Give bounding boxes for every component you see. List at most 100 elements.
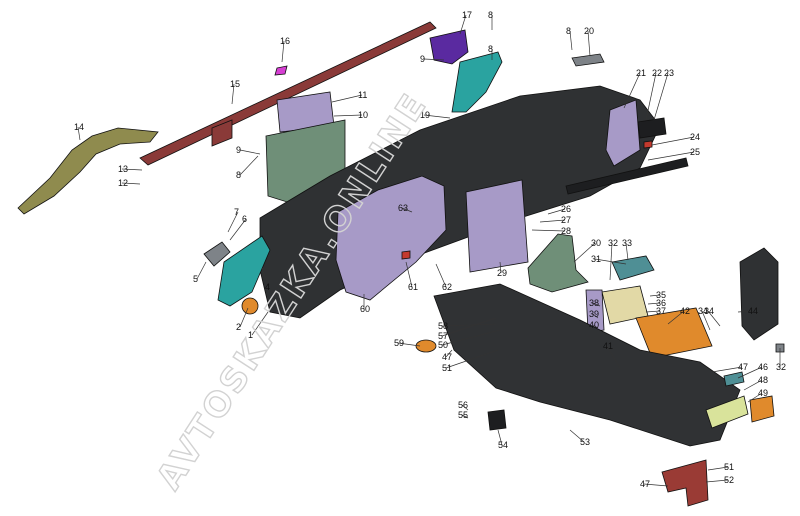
part-2-cap: [241, 297, 259, 315]
callout-label: 48: [758, 375, 768, 385]
leader-line: [499, 261, 502, 274]
leader-line: [461, 414, 469, 419]
leader-line: [459, 14, 467, 35]
leader-line: [705, 479, 729, 483]
part-59-knob: [415, 339, 437, 353]
part-33-mat: [611, 255, 655, 281]
part-51-bracket: [661, 459, 709, 507]
leader-line: [645, 72, 657, 121]
callout-label: 15: [230, 79, 240, 89]
leader-line: [239, 155, 259, 176]
part-42-mat: [635, 307, 713, 359]
part-30-gear-boot: [527, 233, 589, 293]
leader-line: [121, 168, 143, 171]
callout-label: 38: [589, 298, 599, 308]
callout-label: 41: [603, 341, 613, 351]
leader-line: [77, 126, 81, 141]
part-18-vent-frame: [451, 51, 503, 113]
leader-line: [435, 263, 447, 288]
callout-label: 52: [724, 475, 734, 485]
callout-label: 49: [758, 388, 768, 398]
leader-line: [667, 310, 685, 325]
callout-label: 44: [748, 306, 758, 316]
leader-line: [229, 218, 247, 241]
callout-label: 12: [118, 178, 128, 188]
callout-label: 63: [398, 203, 408, 213]
leader-line: [592, 324, 599, 329]
leader-line: [707, 310, 721, 327]
callout-label: 6: [242, 214, 247, 224]
callout-label: 5: [193, 274, 198, 284]
leader-line: [423, 114, 451, 119]
leader-line: [737, 310, 753, 313]
leader-line: [461, 404, 469, 411]
part-48-panel: [705, 395, 749, 429]
callout-label: 16: [280, 36, 290, 46]
callout-label: 58: [438, 321, 448, 331]
callout-label: 50: [438, 340, 448, 350]
callout-label: 39: [589, 309, 599, 319]
leader-line: [445, 349, 499, 369]
leader-line: [281, 40, 285, 63]
callout-label: 8: [488, 44, 493, 54]
callout-label: 34: [698, 306, 708, 316]
leader-line: [743, 379, 763, 391]
callout-label: 14: [74, 122, 84, 132]
leader-line: [645, 310, 661, 313]
part-53-console: [433, 283, 741, 447]
part-17-duct: [429, 29, 469, 65]
callout-label: 9: [236, 145, 241, 155]
leader-line: [587, 30, 591, 57]
callout-label: 37: [656, 306, 666, 316]
leader-line: [531, 229, 566, 232]
part-left-vent-frame: [217, 235, 271, 307]
part-20-grille: [571, 53, 605, 67]
callout-label: 21: [636, 68, 646, 78]
leader-line: [333, 114, 363, 117]
callout-label: 32: [776, 362, 786, 372]
callout-label: 7: [234, 207, 239, 217]
callout-label: 11: [358, 90, 367, 100]
part-46-block: [723, 371, 745, 387]
callout-label: 29: [497, 268, 507, 278]
leader-line: [231, 83, 235, 105]
callout-label: 56: [458, 400, 468, 410]
callout-label: 17: [462, 10, 472, 20]
callout-label: 25: [690, 147, 700, 157]
callout-label: 8: [236, 170, 241, 180]
leader-line: [623, 72, 641, 109]
callout-label: 51: [724, 462, 734, 472]
callout-label: 40: [589, 320, 599, 330]
leader-line: [592, 313, 599, 319]
callout-label: 1: [248, 330, 253, 340]
leader-line: [649, 294, 661, 297]
leader-line: [609, 242, 613, 281]
part-24-red-pad: [643, 140, 653, 149]
callout-label: 34: [704, 306, 714, 316]
part-16-pad: [274, 65, 288, 76]
callout-label: 51: [442, 363, 452, 373]
part-50-pad: [749, 395, 775, 423]
part-29-centre-bezel: [465, 179, 529, 273]
callout-label: 28: [561, 226, 571, 236]
callout-label: 8: [488, 10, 493, 20]
callout-label: 36: [656, 298, 666, 308]
callout-label: 27: [561, 215, 571, 225]
leader-line: [251, 311, 269, 336]
leader-line: [711, 366, 743, 373]
leader-line: [331, 94, 363, 103]
leader-line: [569, 429, 585, 443]
callout-label: 23: [664, 68, 674, 78]
part-54-cup: [487, 409, 507, 431]
part-60-cluster: [335, 175, 447, 301]
callout-label: 47: [442, 352, 452, 362]
callout-label: 57: [438, 331, 448, 341]
callout-label: 47: [738, 362, 748, 372]
leader-line: [643, 483, 669, 487]
leader-line: [121, 182, 141, 185]
callout-label: 46: [758, 362, 768, 372]
leader-line: [239, 149, 261, 155]
callout-label: 31: [591, 254, 601, 264]
callout-label: 61: [408, 282, 418, 292]
